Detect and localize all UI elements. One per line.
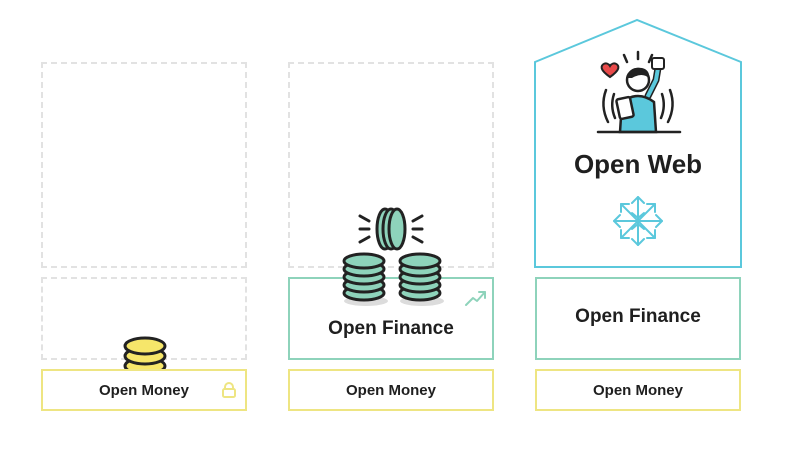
open-money-label-2: Open Money xyxy=(345,382,436,399)
open-finance-label-3: Open Finance xyxy=(575,306,701,327)
open-money-label-3: Open Money xyxy=(592,382,683,399)
lock-icon xyxy=(222,382,236,398)
open-money-label-1: Open Money xyxy=(98,382,189,399)
open-finance-label-2: Open Finance xyxy=(328,318,454,339)
trend-up-icon xyxy=(465,291,486,306)
open-finance-layer-2: Open Finance xyxy=(288,277,494,360)
placeholder-slot-top xyxy=(288,62,494,268)
coin-stacks-icon xyxy=(342,252,444,306)
network-arrows-icon xyxy=(613,196,663,246)
open-finance-layer-3: Open Finance xyxy=(535,277,741,360)
spinning-coin-icon xyxy=(358,207,424,251)
open-money-layer-3: Open Money xyxy=(535,369,741,411)
person-with-tablet-icon xyxy=(596,50,682,134)
open-web-house-outline xyxy=(534,18,742,268)
placeholder-slot-top xyxy=(41,62,247,268)
open-money-layer-1: Open Money xyxy=(41,369,247,411)
open-money-layer-2: Open Money xyxy=(288,369,494,411)
open-web-label: Open Web xyxy=(573,149,703,179)
